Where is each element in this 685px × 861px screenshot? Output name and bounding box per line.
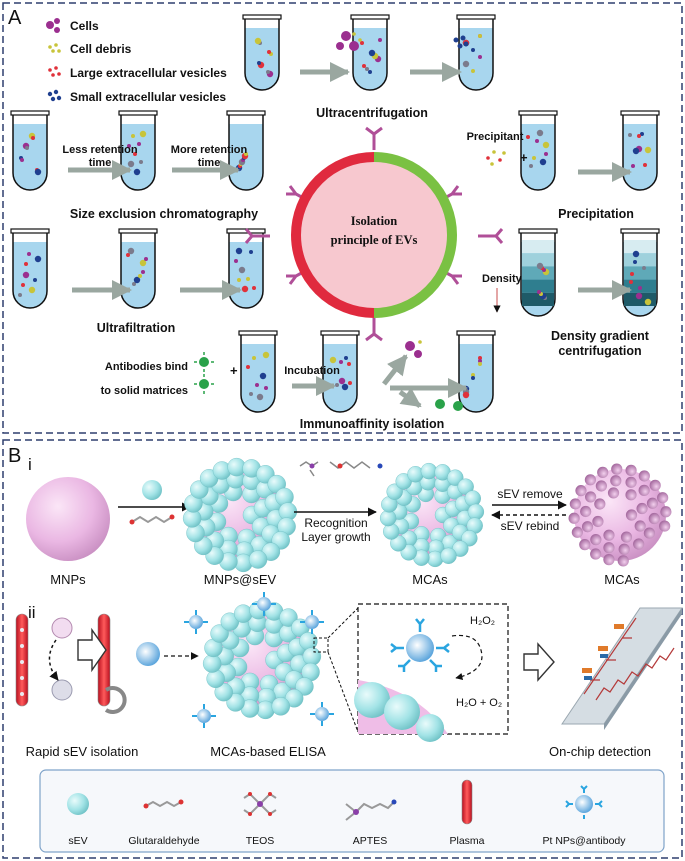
silane-molecules-icon bbox=[299, 461, 383, 477]
tube-prec2 bbox=[620, 110, 660, 191]
tube-uc3 bbox=[456, 14, 496, 91]
mnps-sev-sphere bbox=[182, 457, 298, 573]
legend-sev-icon bbox=[67, 793, 89, 815]
glutaraldehyde-icon bbox=[129, 514, 175, 525]
tube-uc2 bbox=[350, 14, 390, 91]
legend-cells-icon bbox=[46, 18, 60, 33]
label-precipitation: Precipitation bbox=[558, 207, 634, 221]
panel-a-letter: A bbox=[8, 7, 22, 29]
legend-teos-icon bbox=[243, 792, 277, 816]
arrow-immuno-down bbox=[398, 387, 422, 409]
label-immuno: Immunoaffinity isolation bbox=[300, 417, 444, 431]
tube-im3 bbox=[456, 330, 496, 413]
legend-label-teos: TEOS bbox=[246, 835, 275, 847]
label-ultrafiltration: Ultrafiltration bbox=[97, 321, 175, 335]
legend-label-large-ev: Large extracellular vesicles bbox=[70, 66, 227, 80]
center-label-1: Isolation bbox=[351, 214, 398, 228]
label-on-chip: On-chip detection bbox=[549, 744, 651, 759]
panel-a-frame bbox=[2, 2, 683, 434]
label-dgc-2: centrifugation bbox=[558, 344, 641, 358]
legend-large-ev-icon bbox=[48, 66, 61, 77]
legend-label-sev: sEV bbox=[68, 835, 87, 847]
mcas-sphere-porous bbox=[568, 463, 672, 567]
label-antibodies-1: Antibodies bind bbox=[105, 361, 188, 373]
chip-icon bbox=[561, 607, 683, 730]
mcas-sphere-with-sev bbox=[379, 462, 485, 568]
label-sev-rebind: sEV rebind bbox=[501, 519, 560, 533]
label-precipitant: Precipitant bbox=[467, 131, 524, 143]
label-antibodies-2: to solid matrices bbox=[101, 385, 188, 397]
mnp-sphere bbox=[26, 477, 110, 561]
tube-dgc2 bbox=[620, 228, 660, 317]
panel-b-frame bbox=[2, 439, 683, 859]
label-mcas-2: MCAs bbox=[604, 572, 640, 587]
legend-label-pt-np: Pt NPs@antibody bbox=[542, 835, 626, 847]
label-incubation: Incubation bbox=[284, 365, 340, 377]
legend-label-plasma: Plasma bbox=[449, 835, 484, 847]
sev-particle-icon bbox=[142, 480, 162, 500]
label-rapid-sev: Rapid sEV isolation bbox=[26, 744, 139, 759]
particle-clusters bbox=[336, 31, 506, 411]
legend-pt-np-icon bbox=[565, 785, 603, 819]
label-ultracentrifugation: Ultracentrifugation bbox=[316, 106, 428, 120]
blood-tubes-icon bbox=[15, 613, 127, 714]
center-label-2: principle of EVs bbox=[331, 233, 418, 247]
legend-a: Cells Cell debris Large extracellular ve… bbox=[46, 18, 227, 104]
antibody-bead-icons bbox=[194, 352, 214, 394]
tube-uf1 bbox=[10, 228, 50, 309]
legend-label-cells: Cells bbox=[70, 19, 99, 33]
legend-small-ev-icon bbox=[47, 89, 62, 102]
panel-b-letter: B bbox=[8, 445, 21, 467]
tube-uf2 bbox=[118, 228, 158, 309]
tube-sec1 bbox=[10, 110, 50, 191]
zoom-inset bbox=[313, 603, 509, 742]
legend-b: sEV Glutaraldehyde TEOS APTES Plasma Pt … bbox=[39, 769, 665, 853]
label-dgc-1: Density gradient bbox=[551, 329, 650, 343]
label-mnps: MNPs bbox=[50, 572, 86, 587]
gray-arrows bbox=[68, 62, 632, 409]
tube-im1 bbox=[238, 330, 278, 413]
arrow-immuno-up bbox=[382, 354, 408, 386]
label-mnps-sev: MNPs@sEV bbox=[204, 572, 277, 587]
legend-label-debris: Cell debris bbox=[70, 42, 132, 56]
legend-debris-icon bbox=[48, 43, 61, 53]
label-plus-prec: + bbox=[520, 150, 528, 165]
row-ii-label: ii bbox=[28, 603, 36, 622]
label-h2o-o2: H₂O + O₂ bbox=[456, 697, 502, 709]
label-layer-growth: Layer growth bbox=[301, 530, 370, 544]
label-sec-more-2: time bbox=[198, 157, 221, 169]
legend-label-aptes: APTES bbox=[353, 835, 387, 847]
label-density: Density bbox=[482, 273, 523, 285]
legend-label-small-ev: Small extracellular vesicles bbox=[70, 90, 226, 104]
tube-prec1 bbox=[518, 110, 558, 191]
pt-np-antibody-icon bbox=[136, 642, 160, 666]
legend-label-glutaraldehyde: Glutaraldehyde bbox=[128, 835, 199, 847]
label-sec-less-2: time bbox=[89, 157, 112, 169]
label-h2o2: H₂O₂ bbox=[470, 615, 495, 627]
elisa-sphere bbox=[184, 592, 334, 728]
label-sec-more-1: More retention bbox=[171, 144, 248, 156]
tube-uc1 bbox=[242, 14, 282, 91]
row-i-label: i bbox=[28, 455, 32, 474]
label-sec: Size exclusion chromatography bbox=[70, 207, 258, 221]
label-mcas-elisa: MCAs-based ELISA bbox=[210, 744, 326, 759]
legend-aptes-icon bbox=[345, 799, 397, 821]
label-sev-remove: sEV remove bbox=[497, 487, 563, 501]
label-plus-immuno: + bbox=[230, 363, 238, 378]
label-sec-less-1: Less retention bbox=[62, 144, 137, 156]
legend-plasma-icon bbox=[461, 779, 473, 825]
tubes-group bbox=[10, 14, 660, 413]
legend-glutaraldehyde-icon bbox=[143, 799, 184, 809]
tube-dgc1 bbox=[518, 228, 558, 317]
hollow-arrow-to-chip bbox=[523, 642, 555, 682]
label-recognition: Recognition bbox=[304, 516, 367, 530]
isolation-principle-circle: Isolation principle of EVs bbox=[244, 126, 504, 342]
label-mcas-1: MCAs bbox=[412, 572, 448, 587]
